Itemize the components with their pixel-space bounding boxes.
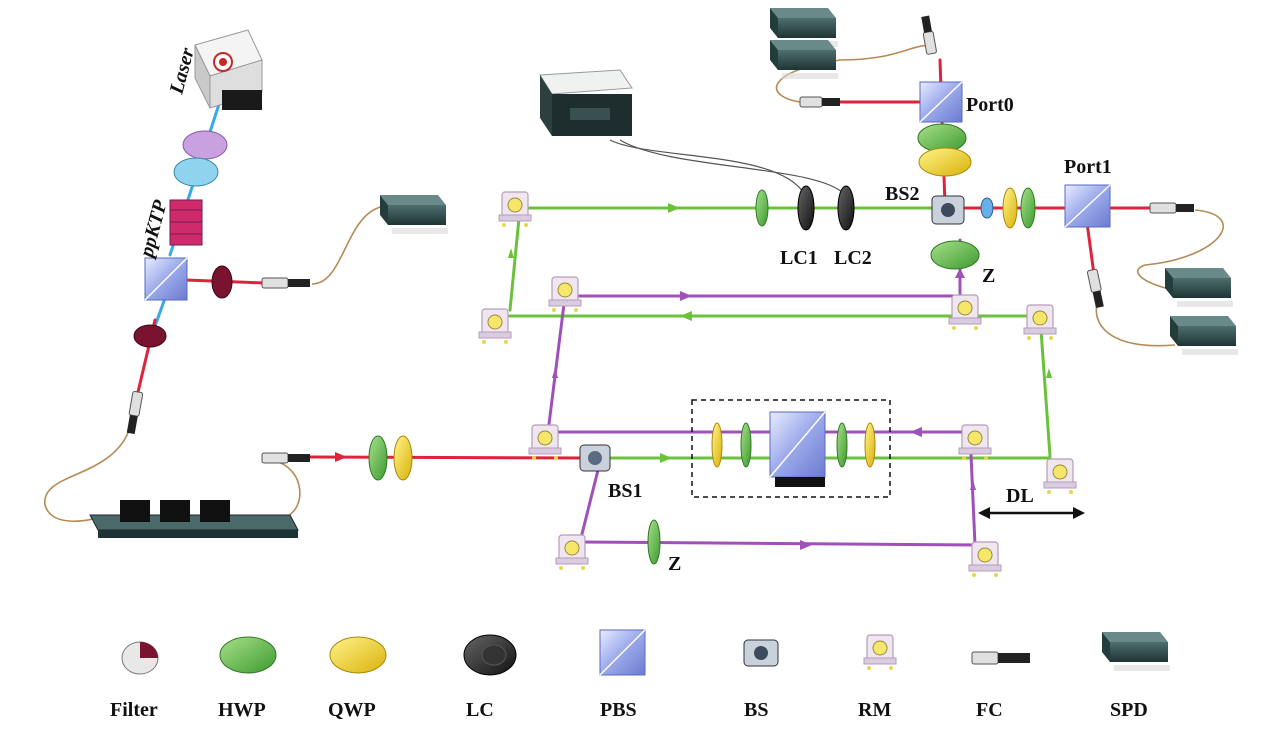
port1-pbs <box>1064 184 1111 228</box>
legend-lc-icon <box>463 634 517 676</box>
qwp-element <box>864 422 876 468</box>
lc1-label: LC1 <box>780 247 818 269</box>
legend-pbs-icon <box>599 629 646 676</box>
fiber-polarization-controller <box>89 500 299 538</box>
hwp-element <box>1020 187 1036 229</box>
pbs-cube <box>769 411 826 487</box>
rm-mirror <box>498 191 532 228</box>
rm-mirror <box>958 424 992 461</box>
hwp-element <box>930 240 980 270</box>
qwp-element <box>918 147 972 177</box>
fiber-coupler <box>261 277 311 289</box>
ppktp-crystal <box>169 199 203 246</box>
z-bottom-label: Z <box>668 553 681 575</box>
spd-detector <box>1170 316 1238 355</box>
dl-label: DL <box>1006 485 1034 507</box>
legend-spd-icon <box>1102 632 1170 671</box>
lc-element <box>980 197 994 219</box>
legend-qwp-icon <box>329 636 387 674</box>
legend: Filter HWP QWP LC PBS BS RM FC SPD <box>110 629 1170 721</box>
rm-mirror <box>555 534 589 571</box>
fiber-coupler <box>126 390 144 435</box>
legend-qwp-label: QWP <box>328 699 376 721</box>
ppktp-label: ppKTP <box>135 197 172 261</box>
qwp-element <box>1002 187 1018 229</box>
legend-filter-label: Filter <box>110 699 158 721</box>
hwp-element <box>836 422 848 468</box>
hwp-element <box>182 130 228 160</box>
port0-label: Port0 <box>966 94 1014 116</box>
laser-source <box>194 29 263 110</box>
rm-mirror <box>478 308 512 345</box>
legend-lc-label: LC <box>466 699 494 721</box>
bs1-label: BS1 <box>608 480 642 502</box>
fiber-coupler <box>921 15 937 55</box>
spd-detector <box>1165 268 1233 307</box>
hwp-element <box>740 422 752 468</box>
fiber-coupler <box>799 96 840 108</box>
fiber-coupler <box>1086 268 1104 309</box>
qwp-element <box>393 435 413 481</box>
delay-line-arrow <box>978 507 1085 519</box>
beam-paths <box>136 58 1152 547</box>
fiber-coupler <box>261 452 311 464</box>
legend-rm-label: RM <box>858 699 891 721</box>
legend-rm-icon <box>863 634 897 671</box>
spd-detector <box>380 195 448 234</box>
lc-element <box>797 185 815 231</box>
qwp-element <box>711 422 723 468</box>
bs1-beam-splitter <box>579 444 611 472</box>
legend-filter-icon <box>121 641 159 675</box>
lc-element <box>837 185 855 231</box>
spd-detector <box>770 40 838 79</box>
laser-label: Laser <box>165 45 199 97</box>
z-top-label: Z <box>982 265 995 287</box>
legend-bs-icon <box>743 639 779 667</box>
hwp-element <box>647 519 661 565</box>
legend-hwp-label: HWP <box>218 699 266 721</box>
port0-pbs <box>919 81 963 123</box>
rm-mirror <box>528 424 562 461</box>
legend-spd-label: SPD <box>1110 699 1148 721</box>
rm-mirror <box>968 541 1002 578</box>
sample-region-box <box>691 399 891 498</box>
hwp-element <box>173 157 219 187</box>
legend-bs-label: BS <box>744 699 768 721</box>
rm-mirror <box>948 294 982 331</box>
lc2-label: LC2 <box>834 247 872 269</box>
legend-fc-icon <box>971 651 1030 665</box>
fiber-cables <box>44 44 1225 523</box>
hwp-element <box>368 435 388 481</box>
legend-hwp-icon <box>219 636 277 674</box>
fiber-coupler <box>1149 202 1194 214</box>
bs2-beam-splitter <box>931 195 965 225</box>
pbs-cube <box>144 257 188 301</box>
rm-mirror <box>1043 458 1077 495</box>
hwp-element <box>755 189 769 227</box>
controller-box <box>539 69 846 196</box>
legend-fc-label: FC <box>976 699 1003 721</box>
bs2-label: BS2 <box>885 183 919 205</box>
beam-arrows <box>335 203 1052 550</box>
filter-element <box>133 265 233 348</box>
port1-label: Port1 <box>1064 156 1112 178</box>
legend-pbs-label: PBS <box>600 699 637 721</box>
